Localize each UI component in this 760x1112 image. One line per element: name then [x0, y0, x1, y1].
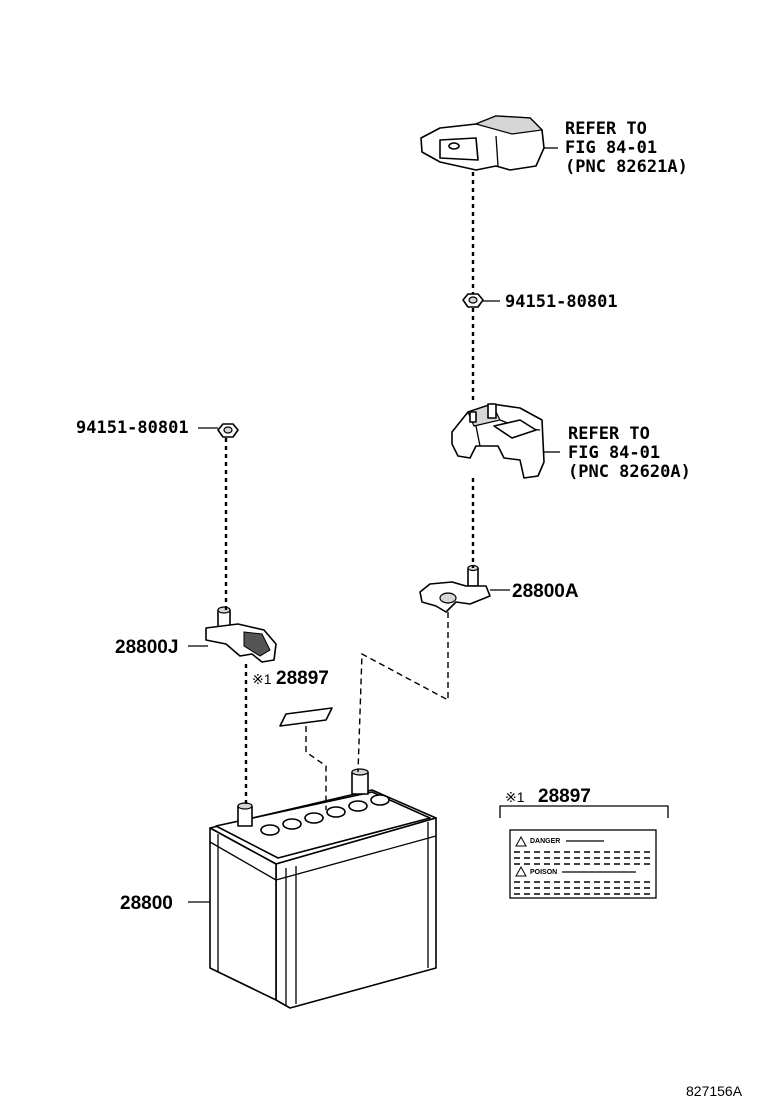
nut-left[interactable] [198, 423, 239, 438]
battery-28800[interactable] [188, 768, 437, 1009]
svg-text:REFER TO: REFER TO [568, 424, 650, 444]
cell-caps [260, 794, 390, 836]
svg-text:(PNC 82621A): (PNC 82621A) [565, 157, 688, 177]
connector-cover-top[interactable] [420, 115, 558, 171]
refer-label-mid: REFER TO FIG 84-01 (PNC 82620A) [568, 424, 691, 482]
svg-text:REFER TO: REFER TO [565, 119, 647, 139]
svg-text:FIG 84-01: FIG 84-01 [568, 443, 660, 463]
terminal-neg-label: 28800J [115, 637, 178, 658]
assembly-lines [224, 172, 475, 810]
label-part-num: 28897 [276, 668, 329, 689]
inset-num: 28897 [538, 786, 591, 807]
inset-label-detail: ※1 28897 DANGER POISON [499, 786, 669, 899]
poison-text: POISON [530, 869, 557, 876]
battery-label: 28800 [120, 893, 173, 914]
negative-terminal-28800J[interactable] [188, 606, 277, 663]
nut-right[interactable] [462, 293, 500, 308]
positive-terminal-28800A[interactable] [419, 564, 510, 613]
svg-text:(PNC 82620A): (PNC 82620A) [568, 462, 691, 482]
label-part-mark: ※1 [252, 671, 272, 687]
inset-mark: ※1 [505, 789, 525, 805]
nut-right-label: 94151-80801 [505, 292, 618, 312]
terminal-pos-label: 28800A [512, 581, 579, 602]
warning-label [509, 829, 657, 899]
danger-text: DANGER [530, 838, 560, 845]
svg-text:FIG 84-01: FIG 84-01 [565, 138, 657, 158]
nut-left-label: 94151-80801 [76, 418, 189, 438]
figure-id: 827156A [686, 1083, 743, 1099]
warning-label-part[interactable] [279, 707, 333, 727]
refer-label-top: REFER TO FIG 84-01 (PNC 82621A) [565, 119, 688, 177]
fusible-link-block[interactable] [451, 403, 560, 479]
